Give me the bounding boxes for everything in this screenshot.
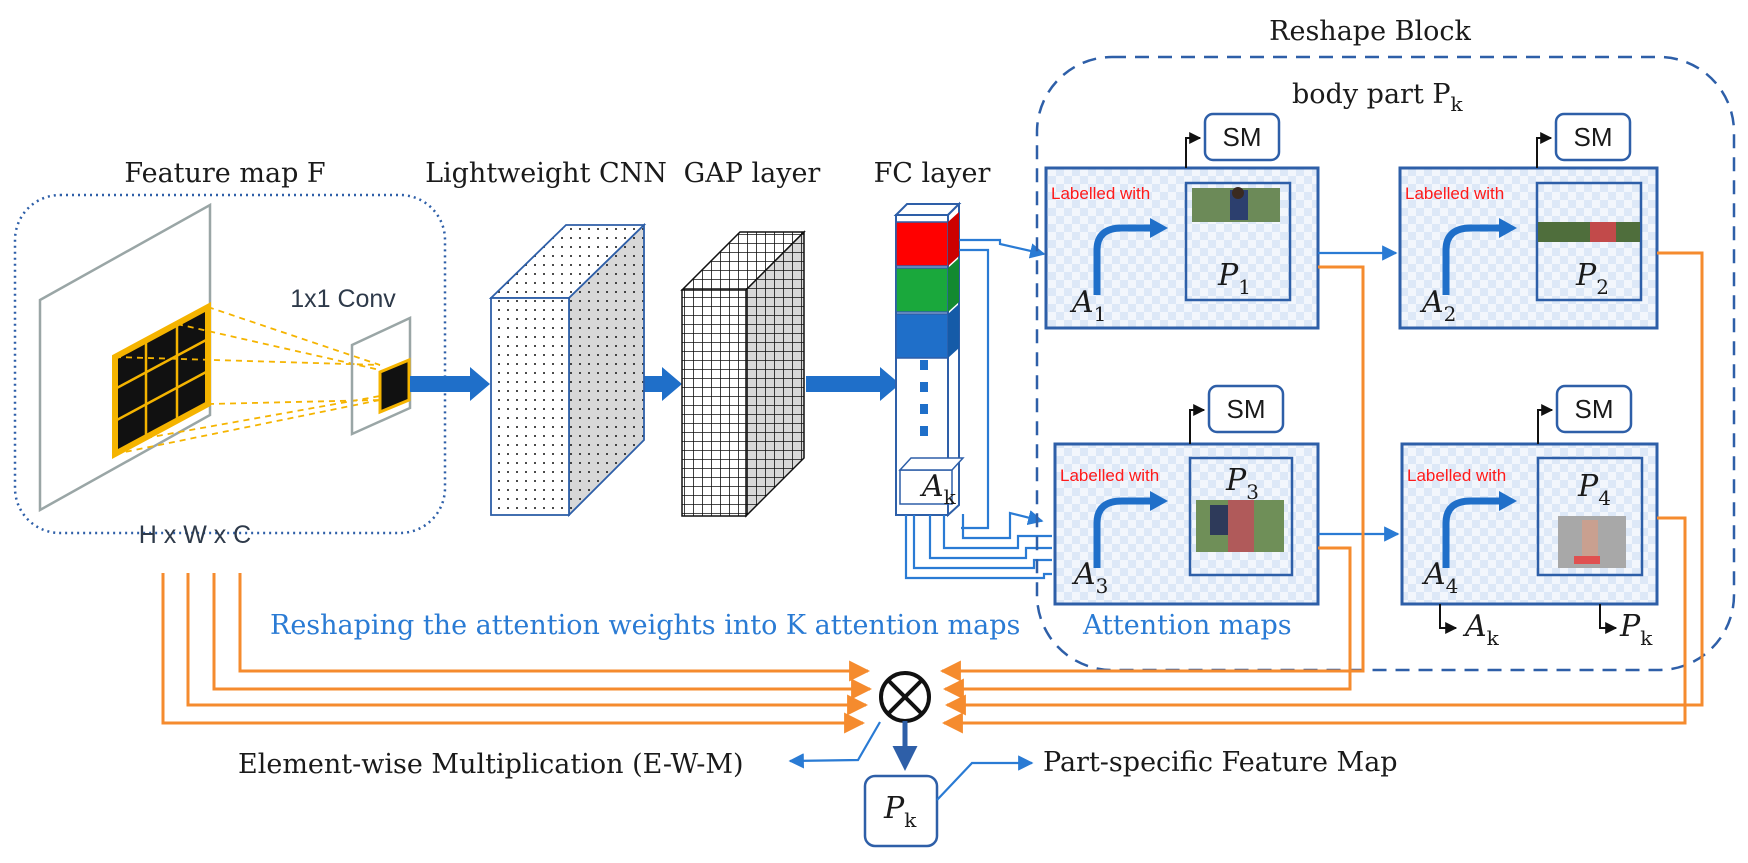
panel-3-p-symbol: P3 bbox=[1225, 463, 1259, 504]
panel-4-p-symbol: P4 bbox=[1577, 469, 1611, 510]
svg-text:SM: SM bbox=[1575, 394, 1614, 424]
sm-box-3: SM bbox=[1189, 384, 1285, 444]
sm-box-2: SM bbox=[1536, 112, 1632, 168]
cnn-block bbox=[488, 222, 647, 518]
flow-arrows bbox=[410, 367, 900, 401]
feature-plane bbox=[38, 202, 212, 513]
output-ak-symbol: Ak bbox=[1462, 609, 1500, 650]
panel-2-a-symbol: A2 bbox=[1419, 285, 1456, 326]
panel-connectors bbox=[1318, 245, 1400, 542]
panel-2: Labelled with A2 P2 bbox=[1398, 166, 1659, 330]
conv-label: 1x1 Conv bbox=[290, 285, 396, 313]
fc-red-unit bbox=[895, 221, 949, 267]
panel-4-labelled-with: Labelled with bbox=[1407, 466, 1506, 485]
dims-label: H x W x C bbox=[139, 521, 252, 549]
fc-label: FC layer bbox=[874, 158, 991, 189]
attention-maps-caption: Attention maps bbox=[1082, 610, 1292, 641]
feature-map-label: Feature map F bbox=[124, 158, 325, 189]
result-pk-symbol: Pk bbox=[883, 791, 917, 832]
person-crop-3-image bbox=[1196, 500, 1284, 552]
panel-1-p-symbol: P1 bbox=[1217, 258, 1251, 299]
fc-connectors bbox=[904, 238, 1052, 580]
body-part-label: body part Pk bbox=[1292, 79, 1464, 116]
result-pk-box bbox=[863, 774, 939, 848]
gap-block bbox=[680, 230, 806, 518]
person-crop-4-image bbox=[1558, 516, 1626, 568]
reshaping-caption: Reshaping the attention weights into K a… bbox=[270, 610, 1020, 641]
panel-2-labelled-with: Labelled with bbox=[1405, 184, 1504, 203]
svg-text:SM: SM bbox=[1223, 122, 1262, 152]
panel-1: Labelled with A1 P1 bbox=[1044, 166, 1320, 330]
panel-3-a-symbol: A3 bbox=[1071, 557, 1108, 598]
orange-wires bbox=[161, 251, 1704, 734]
ewm-label: Element-wise Multiplication (E-W-M) bbox=[238, 749, 744, 780]
reshape-block-frame bbox=[1035, 55, 1736, 672]
fc-block bbox=[893, 201, 965, 518]
ewm-pointer bbox=[788, 721, 881, 769]
person-crop-2-image bbox=[1538, 222, 1640, 242]
cnn-label: Lightweight CNN bbox=[425, 158, 667, 189]
conv-cell bbox=[378, 357, 411, 415]
panel-1-a-symbol: A1 bbox=[1069, 285, 1106, 326]
part-feature-label: Part-specific Feature Map bbox=[1043, 747, 1398, 778]
fc-blue-unit bbox=[895, 313, 949, 359]
sm-box-1: SM bbox=[1185, 112, 1281, 168]
conv-plane bbox=[350, 316, 412, 436]
panel-3-labelled-with: Labelled with bbox=[1060, 466, 1159, 485]
panel-2-p-symbol: P2 bbox=[1575, 258, 1609, 299]
output-pk-symbol: Pk bbox=[1619, 609, 1653, 650]
person-crop-1-image bbox=[1192, 187, 1280, 222]
feature-grid bbox=[112, 301, 211, 460]
panel-4: Labelled with A4 P4 bbox=[1400, 442, 1659, 606]
svg-text:SM: SM bbox=[1574, 122, 1613, 152]
output-arrows bbox=[1439, 604, 1618, 634]
gap-label: GAP layer bbox=[684, 158, 821, 189]
reshape-block-label: Reshape Block bbox=[1269, 16, 1471, 47]
panel-3: Labelled with A3 P3 bbox=[1053, 442, 1320, 606]
sm-box-4: SM bbox=[1537, 384, 1633, 444]
fc-ak-symbol: Ak bbox=[919, 469, 957, 509]
panel-1-labelled-with: Labelled with bbox=[1051, 184, 1150, 203]
part-feature-pointer bbox=[936, 755, 1034, 801]
feature-map-frame bbox=[13, 193, 447, 535]
panel-4-a-symbol: A4 bbox=[1421, 557, 1458, 598]
fc-green-unit bbox=[895, 267, 949, 313]
svg-text:SM: SM bbox=[1227, 394, 1266, 424]
multiply-operator bbox=[879, 671, 931, 723]
